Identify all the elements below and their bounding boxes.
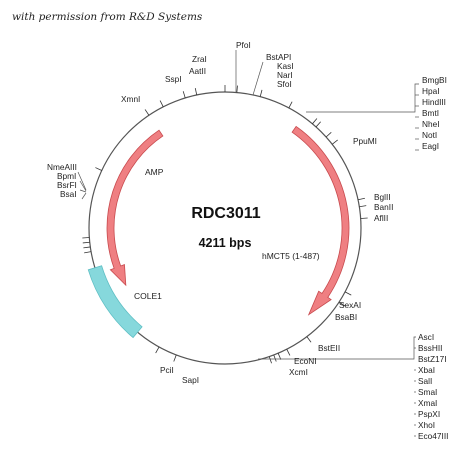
- site-tick: [182, 91, 186, 99]
- leader-line: [81, 192, 87, 200]
- site-tick: [84, 251, 92, 254]
- site-bglii: BglII: [374, 192, 391, 202]
- site-tick: [312, 118, 318, 125]
- site-pcii: PciI: [160, 365, 174, 375]
- amp-gene-arrow: [106, 129, 164, 287]
- site-nmeaiii: NmeAIII: [47, 162, 77, 172]
- site-tick: [259, 89, 263, 97]
- site-bsabi: BsaBI: [335, 312, 357, 322]
- site-tick: [359, 205, 367, 208]
- site-banii: BanII: [374, 202, 393, 212]
- site-tick: [357, 197, 365, 201]
- site-xmai: XmaI: [418, 398, 437, 408]
- site-tick: [338, 301, 346, 307]
- site-ppumi: PpuMI: [353, 136, 377, 146]
- site-tick: [83, 246, 91, 249]
- site-ticks: [82, 85, 368, 364]
- site-bmti: BmtI: [422, 108, 439, 118]
- site-tick: [82, 241, 90, 244]
- site-nari: NarI: [277, 70, 293, 80]
- leader-line: [79, 180, 87, 192]
- site-labels-right: BglII BanII AflII: [374, 192, 393, 223]
- site-eco47iii: Eco47III: [418, 431, 448, 441]
- site-tick: [325, 132, 332, 138]
- site-bsshii: BssHII: [418, 343, 442, 353]
- site-nhei: NheI: [422, 119, 440, 129]
- site-sexai: SexAI: [339, 300, 361, 310]
- site-labels-lower-right: SexAI BsaBI BstEII EcoNI XcmI: [289, 300, 361, 377]
- site-tick: [236, 85, 238, 93]
- site-kasi: KasI: [277, 61, 294, 71]
- site-labels-top: PfoI ZraI AatII SspI XmnI BstAPI KasI Na…: [121, 40, 294, 104]
- site-tick: [155, 346, 160, 354]
- site-tick: [95, 167, 102, 171]
- site-xmni: XmnI: [121, 94, 140, 104]
- site-aatii: AatII: [189, 66, 206, 76]
- leader-line: [77, 171, 87, 191]
- site-tick: [315, 121, 321, 128]
- leader-lines: [77, 50, 419, 437]
- site-pspxi: PspXI: [418, 409, 440, 419]
- site-sali: SalI: [418, 376, 432, 386]
- site-eagi: EagI: [422, 141, 439, 151]
- site-sspi: SspI: [165, 74, 182, 84]
- site-tick: [268, 356, 272, 364]
- hmct5-label: hMCT5 (1-487): [262, 251, 320, 261]
- site-bstz17i: BstZ17I: [418, 354, 447, 364]
- plasmid-name: RDC3011: [191, 205, 260, 222]
- site-bpmi: BpmI: [57, 171, 76, 181]
- site-tick: [286, 348, 291, 356]
- site-labels-left: NmeAIII BpmI BsrFI BsaI: [47, 162, 77, 199]
- site-labels-upper-right: BmgBI HpaI HindIII BmtI NheI NotI EagI P…: [353, 75, 447, 151]
- site-tick: [344, 291, 352, 296]
- site-hindiii: HindIII: [422, 97, 446, 107]
- cole1-label: COLE1: [134, 291, 162, 301]
- site-tick: [173, 354, 177, 362]
- site-econi: EcoNI: [294, 356, 317, 366]
- site-noti: NotI: [422, 130, 437, 140]
- site-zrai: ZraI: [192, 54, 207, 64]
- site-xhoi: XhoI: [418, 420, 435, 430]
- site-sfoi: SfoI: [277, 79, 292, 89]
- site-bstapi: BstAPI: [266, 52, 291, 62]
- site-aflii: AflII: [374, 213, 388, 223]
- site-xbai: XbaI: [418, 365, 435, 375]
- hmct5-gene-arrow: [291, 125, 350, 316]
- site-labels-bottom: PciI SapI: [160, 365, 199, 385]
- plasmid-size: 4211 bps: [199, 236, 252, 250]
- leader-line: [252, 61, 264, 96]
- site-bsteii: BstEII: [318, 343, 340, 353]
- site-pfoi: PfoI: [236, 40, 251, 50]
- site-xcmi: XcmI: [289, 367, 308, 377]
- leader-line: [306, 83, 419, 113]
- site-tick: [194, 88, 198, 96]
- amp-label: AMP: [145, 167, 164, 177]
- site-tick: [159, 100, 164, 108]
- site-tick: [306, 336, 312, 343]
- site-tick: [273, 354, 277, 362]
- cole1-origin-arc: [87, 265, 143, 339]
- site-bsrfi: BsrFI: [57, 180, 77, 190]
- site-bsai: BsaI: [60, 189, 77, 199]
- credit-text: with permission from R&D Systems: [12, 11, 203, 23]
- site-tick: [331, 139, 338, 145]
- site-tick: [144, 109, 150, 116]
- site-tick: [277, 353, 282, 360]
- site-sapi: SapI: [182, 375, 199, 385]
- site-hpai: HpaI: [422, 86, 440, 96]
- site-asci: AscI: [418, 332, 434, 342]
- site-bmgbi: BmgBI: [422, 75, 447, 85]
- leader-line: [79, 189, 87, 193]
- site-tick: [288, 101, 293, 109]
- site-smai: SmaI: [418, 387, 437, 397]
- site-labels-bottom-right: AscI BssHII BstZ17I XbaI SalI SmaI XmaI …: [418, 332, 448, 441]
